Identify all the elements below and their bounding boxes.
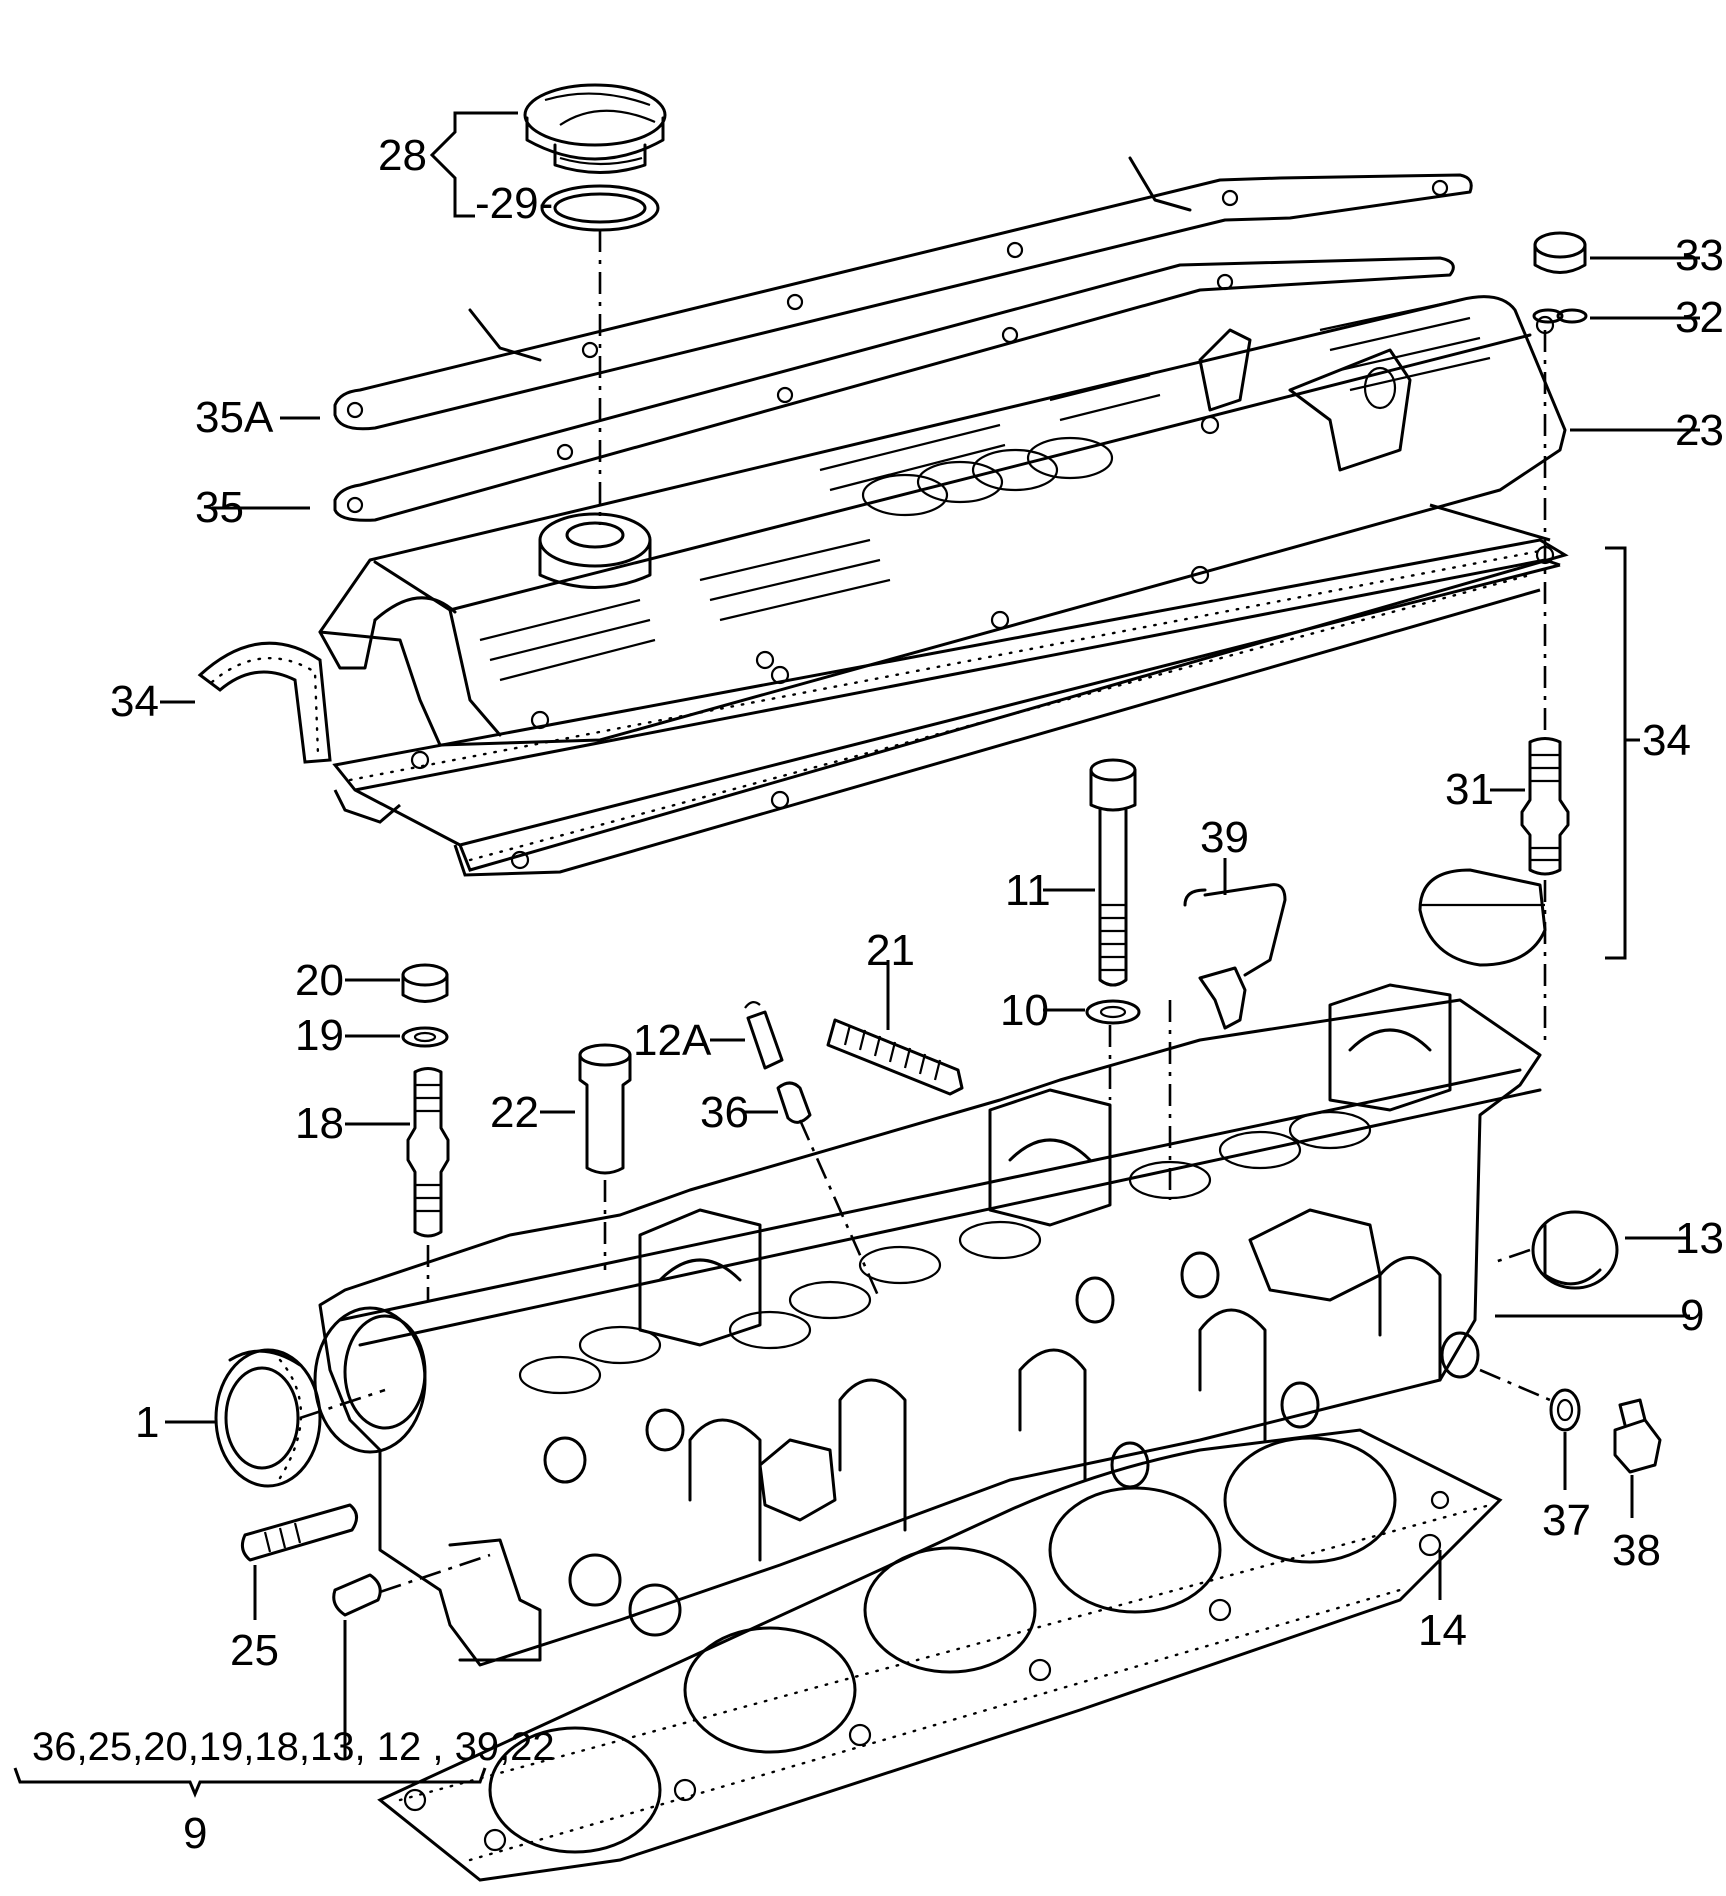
valve-cover xyxy=(318,295,1567,747)
callout-28: 28 xyxy=(378,131,427,180)
callout-13: 13 xyxy=(1675,1214,1724,1263)
cylinder-head xyxy=(313,983,1542,1667)
camshaft-seal-1 xyxy=(214,1348,322,1488)
sleeve-12 xyxy=(332,1573,382,1617)
washer-10 xyxy=(1085,999,1141,1025)
callout-23: 23 xyxy=(1675,406,1724,455)
callout-14: 14 xyxy=(1418,1606,1467,1655)
callout-35A: 35A xyxy=(195,393,274,442)
sensor-12A xyxy=(744,1001,784,1070)
callout-32: 32 xyxy=(1675,293,1724,342)
head-gasket xyxy=(377,1428,1503,1882)
callout-18: 18 xyxy=(295,1099,344,1148)
kit-contents: 36,25,20,19,18,13, 12 , 39,22 xyxy=(32,1725,555,1769)
oil-filler-cap xyxy=(523,83,667,174)
callout-21: 21 xyxy=(866,926,915,975)
callout-38: 38 xyxy=(1612,1526,1661,1575)
callout-9: 9 xyxy=(1680,1291,1704,1340)
callout-22: 22 xyxy=(490,1088,539,1137)
cap-plug-13 xyxy=(1531,1210,1619,1290)
callout-20: 20 xyxy=(295,956,344,1005)
leader-lines xyxy=(13,256,1700,1798)
assembly-centerlines xyxy=(299,230,1551,1594)
callout-19: 19 xyxy=(295,1011,344,1060)
washer-19 xyxy=(401,1026,449,1048)
callout-12A: 12A xyxy=(633,1016,712,1065)
callout-29: -29- xyxy=(475,179,553,228)
dowel-25 xyxy=(240,1503,358,1562)
gasket-35 xyxy=(333,256,1455,522)
cap-nut-33 xyxy=(1533,231,1587,274)
stud-18 xyxy=(406,1067,450,1238)
plug-36 xyxy=(776,1081,812,1124)
callout-1: 1 xyxy=(135,1398,159,1447)
nut-20 xyxy=(401,963,449,1003)
bracket-28-29 xyxy=(429,111,518,218)
rear-half-plug xyxy=(1418,868,1547,967)
washer-32 xyxy=(1532,308,1588,324)
kit-part-number: 9 xyxy=(183,1809,207,1858)
callout-25: 25 xyxy=(230,1626,279,1675)
stud-21 xyxy=(826,1018,964,1096)
callout-11: 11 xyxy=(1005,866,1051,915)
callout-34-left: 34 xyxy=(110,677,159,726)
gasket-35A xyxy=(333,156,1473,431)
plug-38 xyxy=(1613,1398,1662,1474)
callout-31: 31 xyxy=(1445,765,1494,814)
callout-33: 33 xyxy=(1675,231,1724,280)
part-39 xyxy=(1183,883,1287,1030)
callout-10: 10 xyxy=(1000,986,1049,1035)
callout-labels: 28 -29- 33 32 35A 35 23 34 34 31 39 11 2… xyxy=(32,131,1724,1858)
callout-36: 36 xyxy=(700,1088,749,1137)
callout-39: 39 xyxy=(1200,813,1249,862)
filler-cap-seal xyxy=(540,184,660,232)
callout-35: 35 xyxy=(195,483,244,532)
stud-31 xyxy=(1520,737,1570,876)
head-bolt-11 xyxy=(1089,758,1137,987)
valve-cover-gasket xyxy=(197,503,1569,877)
callout-34-right: 34 xyxy=(1642,716,1691,765)
washer-37 xyxy=(1549,1388,1581,1432)
callout-37: 37 xyxy=(1542,1496,1591,1545)
valve-guide-22 xyxy=(578,1043,632,1175)
